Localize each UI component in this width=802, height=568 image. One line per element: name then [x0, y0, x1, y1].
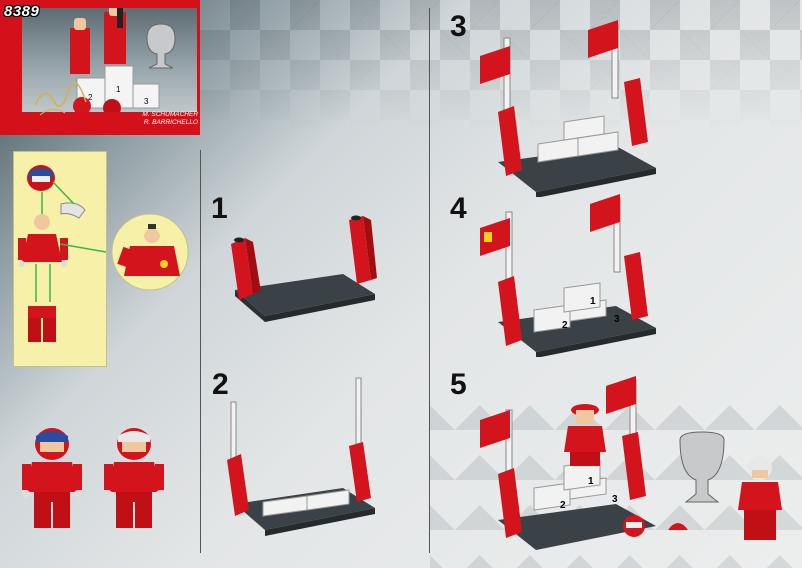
boxart-podium-1: 1 [116, 85, 121, 94]
step-number-5: 5 [450, 368, 467, 401]
boxart-podium-3: 3 [144, 97, 149, 106]
torso-detail-circle [106, 212, 196, 297]
finished-minifig-2 [102, 424, 166, 535]
step5-podium-1: 1 [588, 476, 594, 487]
minifig-assembly-diagram [18, 165, 107, 342]
step5-podium-2: 2 [560, 500, 566, 511]
driver-1-name: M. SCHUMACHER [142, 111, 198, 118]
vertical-divider-left [200, 150, 201, 553]
step-5-illustration: 2 1 3 [470, 370, 790, 555]
step-number-4: 4 [450, 192, 467, 225]
step-3-illustration [478, 12, 668, 202]
box-art-scene: 2 1 3 [70, 4, 176, 117]
signature [34, 81, 87, 116]
driver-2-name: R. BARRICHELLO [143, 119, 198, 126]
step4-podium-1: 1 [590, 296, 596, 307]
step4-podium-2: 2 [562, 320, 568, 331]
box-art-photo: 2 1 3 [22, 4, 197, 117]
step-number-3: 3 [450, 10, 467, 43]
step5-podium-3: 3 [612, 494, 618, 505]
step4-podium-3: 3 [614, 314, 620, 325]
set-number: 8389 [4, 3, 40, 20]
driver-names: M. SCHUMACHER R. BARRICHELLO [118, 111, 198, 127]
vertical-divider-right [429, 8, 430, 553]
step-number-2: 2 [212, 368, 229, 401]
minifig-assembly-callout [13, 151, 107, 367]
step-2-illustration [225, 374, 395, 549]
box-art: 2 1 3 8389 M. SCHUMACHER R. BARRICHELLO [0, 0, 200, 135]
finished-minifig-1 [20, 424, 84, 535]
step-1-illustration [225, 206, 395, 331]
boxart-podium-2: 2 [88, 93, 93, 102]
step-4-illustration: 2 1 3 [478, 192, 668, 362]
checkered-background-bottom [430, 380, 802, 568]
step-number-1: 1 [211, 192, 228, 225]
